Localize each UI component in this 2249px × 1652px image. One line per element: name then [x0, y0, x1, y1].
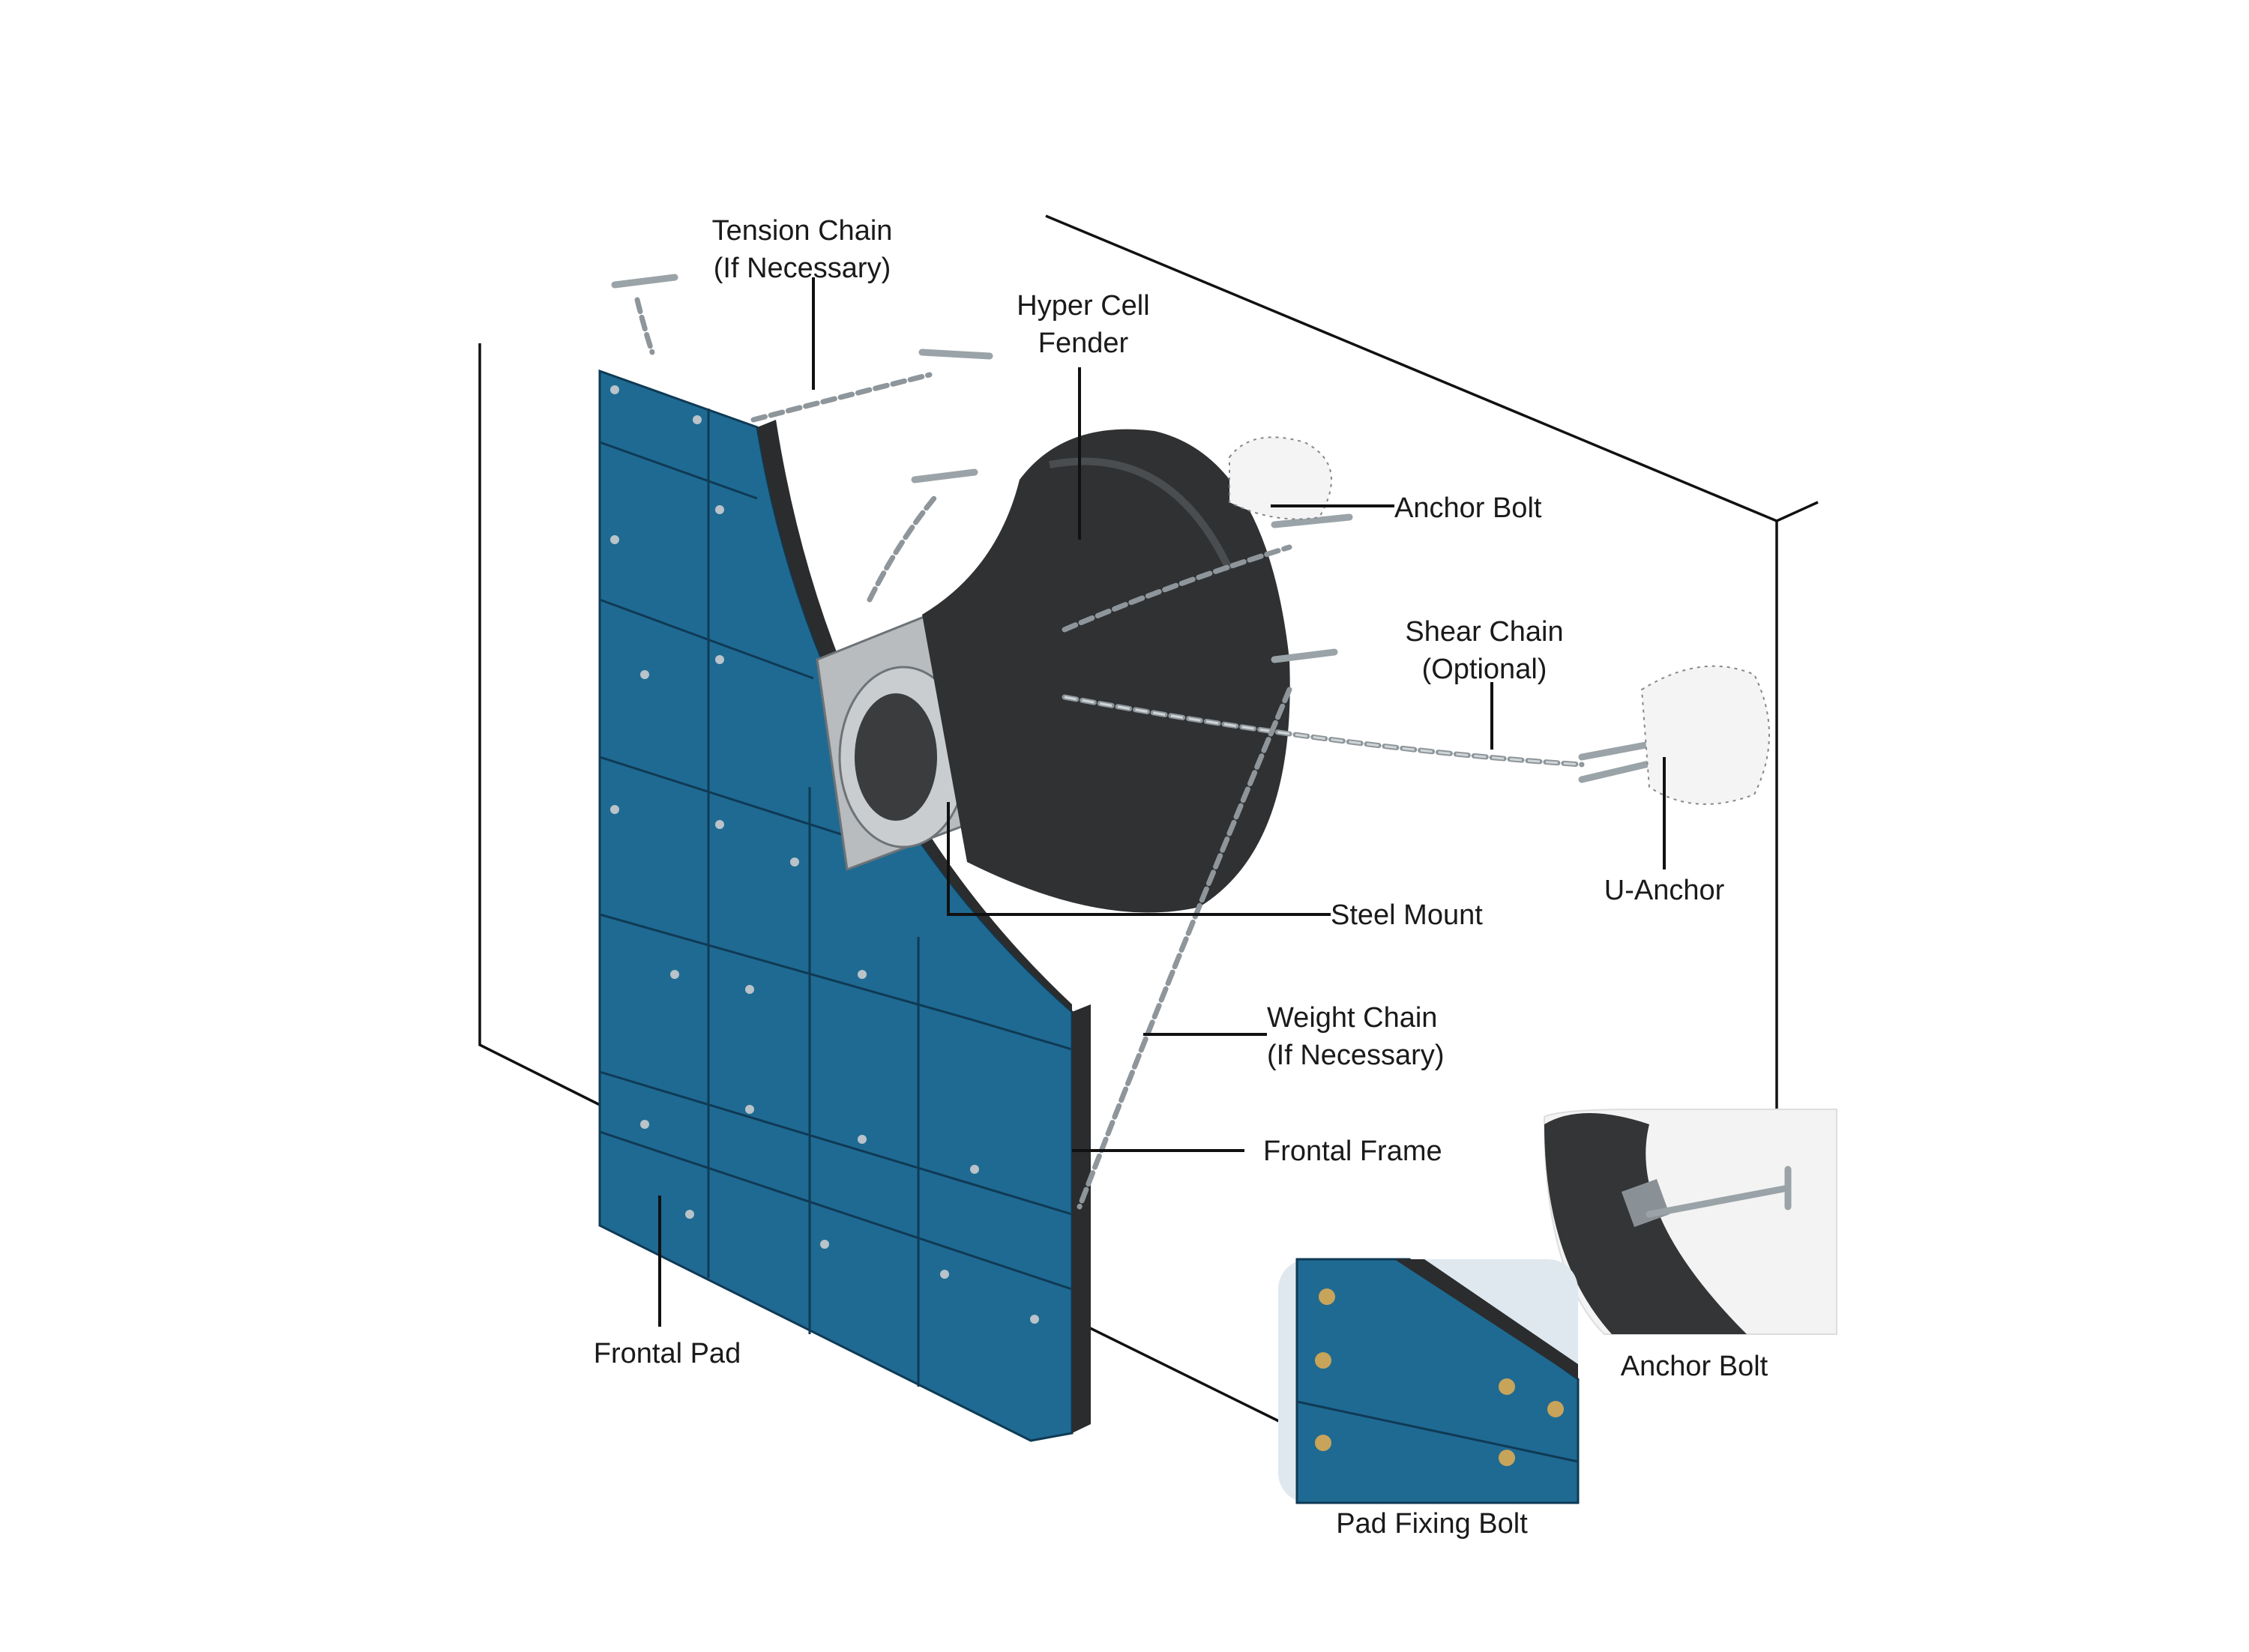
label-weight-chain-1: Weight Chain: [1267, 1002, 1437, 1034]
label-fender-2: Fender: [1038, 328, 1129, 359]
inset-pad-fixing-bolt: [1278, 1258, 1580, 1504]
leader-lines: [658, 277, 1666, 1327]
label-weight-chain-2: (If Necessary): [1267, 1040, 1444, 1071]
quay-wall-outline: [478, 214, 1819, 1424]
labels: Tension Chain (If Necessary) Hyper Cell …: [594, 215, 1768, 1540]
label-frontal-pad: Frontal Pad: [594, 1338, 741, 1369]
label-shear-chain-1: Shear Chain: [1405, 616, 1563, 648]
concrete-patch-top: [1229, 436, 1332, 520]
inset-anchor-bolt: [1543, 1109, 1837, 1335]
label-u-anchor: U-Anchor: [1604, 875, 1725, 906]
label-anchor-bolt-top: Anchor Bolt: [1394, 492, 1542, 524]
pad-bolts: [610, 385, 1039, 1324]
label-steel-mount: Steel Mount: [1331, 899, 1483, 931]
label-fender-1: Hyper Cell: [1017, 290, 1149, 322]
anchor-chain-upper: [1062, 544, 1292, 633]
concrete-patch-right: [1640, 665, 1770, 805]
frontal-pad: [598, 369, 1091, 1442]
chain-to-fender-upper: [867, 492, 940, 603]
steel-mount: [816, 612, 969, 872]
weight-chain: [1077, 687, 1292, 1210]
label-frontal-frame: Frontal Frame: [1263, 1136, 1442, 1167]
chains: [634, 297, 1585, 1210]
label-tension-chain-1: Tension Chain: [712, 215, 893, 247]
anchors: [611, 274, 1770, 805]
label-shear-chain-2: (Optional): [1422, 654, 1547, 685]
label-anchor-bolt-inset: Anchor Bolt: [1621, 1351, 1768, 1382]
label-pad-fixing-bolt: Pad Fixing Bolt: [1336, 1508, 1528, 1540]
tension-chain-left: [634, 297, 655, 355]
label-tension-chain-2: (If Necessary): [714, 253, 891, 284]
tension-chain: [750, 372, 933, 423]
